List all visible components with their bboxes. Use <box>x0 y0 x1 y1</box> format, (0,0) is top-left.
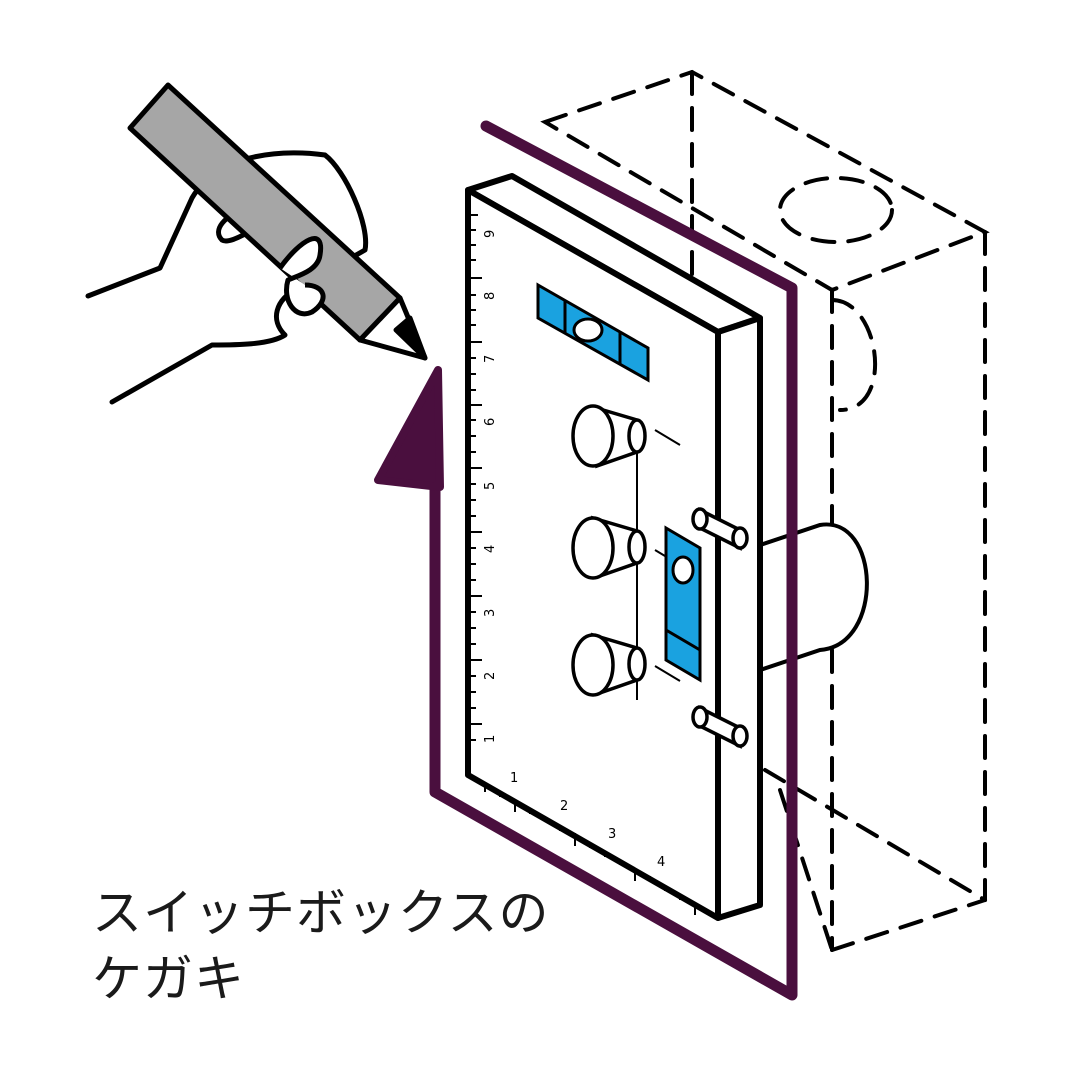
caption: スイッチボックスの ケガキ <box>92 880 550 1012</box>
ruler-label-v7: 7 <box>483 355 498 363</box>
screw-hole-bottom <box>571 632 647 697</box>
ruler-label-v6: 6 <box>483 418 498 426</box>
ruler-label-v2: 2 <box>483 672 498 680</box>
vertical-level-vial <box>664 525 702 683</box>
ruler-label-v5: 5 <box>483 482 498 490</box>
ruler-label-v1: 1 <box>483 735 498 743</box>
ruler-label-h2: 2 <box>560 799 568 814</box>
horizontal-level-vial <box>536 282 650 383</box>
pin-bottom <box>691 705 749 749</box>
ruler-label-v3: 3 <box>483 609 498 617</box>
screw-hole-top <box>571 404 647 469</box>
vertical-ruler-ticks <box>470 214 482 741</box>
horizontal-ruler-labels: 1 2 3 4 <box>510 771 665 870</box>
marking-arrow-head <box>374 366 444 491</box>
caption-line-2: ケガキ <box>92 950 245 1008</box>
ruler-label-h3: 3 <box>608 827 616 842</box>
thumb <box>277 236 326 317</box>
caption-line-1: スイッチボックスの <box>92 884 550 942</box>
pipe <box>758 522 869 673</box>
vertical-ruler-labels: 9 8 7 6 5 4 3 2 1 <box>483 230 498 743</box>
ruler-label-h1: 1 <box>510 771 518 786</box>
ruler-label-h4: 4 <box>657 855 665 870</box>
ruler-label-v4: 4 <box>483 545 498 553</box>
screw-hole-middle <box>571 515 647 580</box>
pin-top <box>691 507 749 551</box>
marking-line <box>429 120 798 1001</box>
horizontal-ruler-ticks <box>484 782 696 915</box>
ruler-label-v8: 8 <box>483 292 498 300</box>
ruler-label-v9: 9 <box>483 230 498 238</box>
